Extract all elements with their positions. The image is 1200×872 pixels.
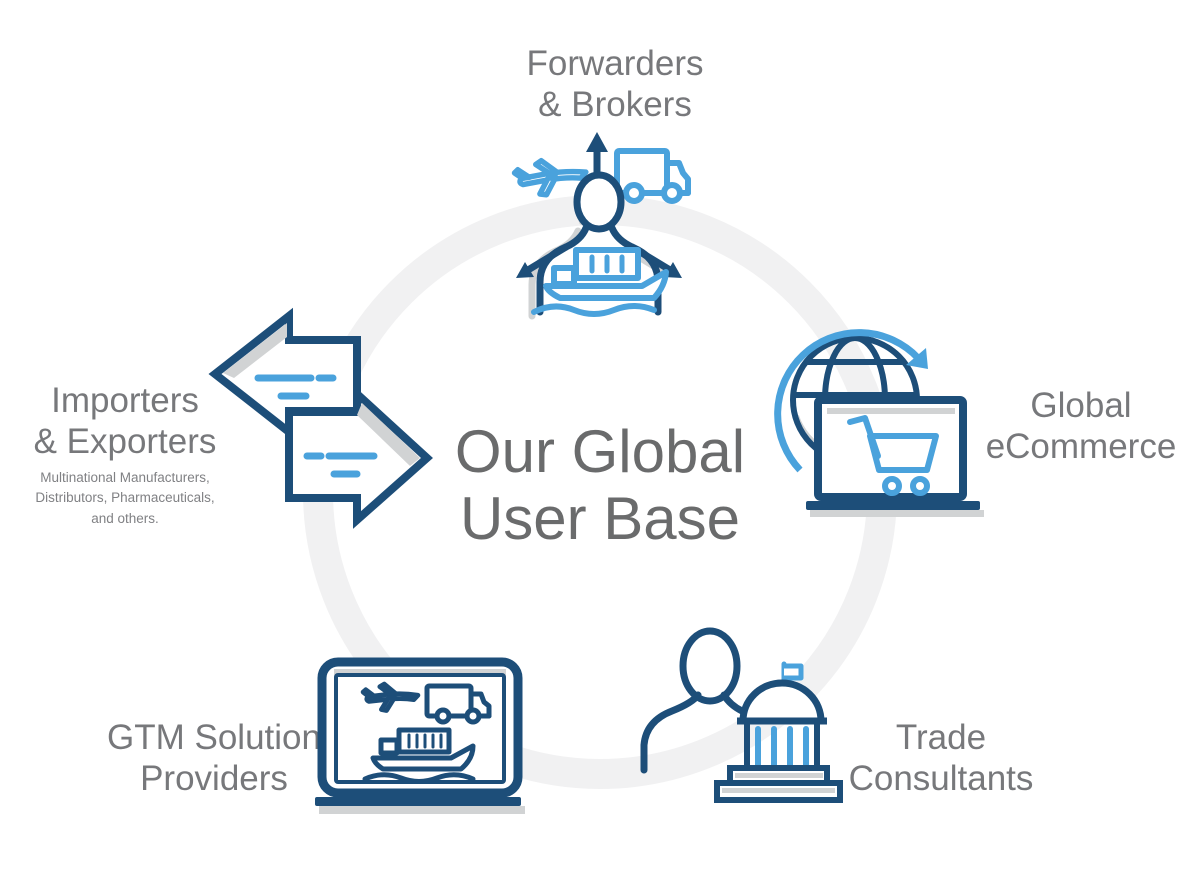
consultants-icon — [640, 627, 843, 803]
speed-dashes-icon — [254, 374, 378, 478]
label-importers-subtitle: Multinational Manufacturers, Distributor… — [5, 468, 245, 529]
gtm-plane-icon — [360, 681, 421, 713]
label-ecommerce: Global eCommerce — [961, 386, 1200, 468]
label-forwarders: Forwarders & Brokers — [415, 44, 815, 126]
cart-icon — [847, 415, 939, 496]
label-importers-line2: & Exporters — [33, 421, 217, 461]
importers-icon — [208, 307, 433, 529]
label-consultants: Trade Consultants — [811, 718, 1071, 800]
orbit-arrow-icon — [774, 329, 928, 473]
label-importers-line1: Importers — [51, 381, 199, 420]
page-title-line2: User Base — [459, 485, 741, 553]
ecommerce-icon — [774, 329, 984, 517]
forwarders-icon — [511, 132, 691, 320]
consultant-person-icon — [640, 627, 759, 774]
page-title-line1: Our Global — [454, 418, 746, 485]
subtitle-line3: and others. — [91, 510, 159, 526]
label-ecommerce-line1: Global — [1030, 386, 1132, 425]
plane-icon — [511, 157, 589, 198]
gtm-ship-icon — [362, 727, 476, 784]
label-consultants-line2: Consultants — [848, 758, 1034, 798]
label-forwarders-line2: & Brokers — [538, 84, 692, 124]
label-forwarders-line1: Forwarders — [526, 44, 704, 83]
truck-icon — [614, 148, 691, 204]
label-gtm: GTM Solution Providers — [74, 718, 354, 800]
label-gtm-line1: GTM Solution — [107, 718, 321, 757]
laptop-icon — [806, 396, 984, 517]
gtm-icon — [315, 657, 525, 814]
label-consultants-line1: Trade — [895, 718, 987, 757]
subtitle-line2: Distributors, Pharmaceuticals, — [35, 490, 215, 506]
label-gtm-line2: Providers — [140, 758, 288, 798]
ship-icon — [531, 247, 669, 317]
label-ecommerce-line2: eCommerce — [985, 426, 1177, 466]
subtitle-line1: Multinational Manufacturers, — [40, 470, 210, 485]
label-importers: Importers & Exporters — [5, 381, 245, 463]
capitol-icon — [714, 661, 843, 803]
gtm-truck-icon — [424, 683, 492, 725]
page-title: Our Global User Base — [400, 418, 800, 552]
